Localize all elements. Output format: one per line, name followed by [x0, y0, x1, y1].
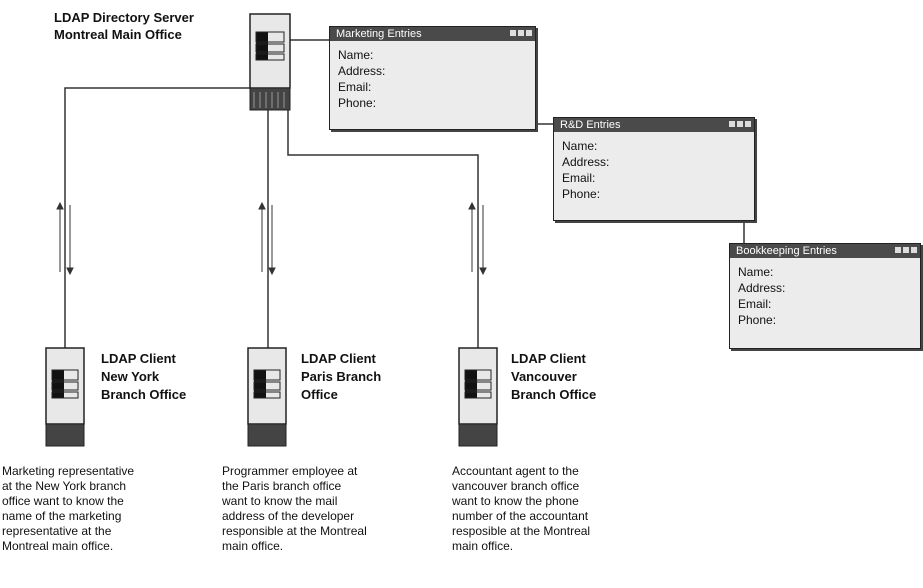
client-tower-icon-vancouver — [458, 347, 498, 447]
client-label-line: Paris Branch — [301, 369, 382, 384]
description-line: Programmer employee at — [222, 464, 358, 478]
window-title: Marketing Entries — [336, 28, 422, 40]
description-line: representative at the — [2, 524, 112, 538]
window-title: Bookkeeping Entries — [736, 245, 837, 257]
minimize-icon[interactable] — [510, 30, 516, 36]
field-phone: Phone: — [562, 187, 601, 201]
minimize-icon[interactable] — [729, 121, 735, 127]
description-line: name of the marketing — [2, 509, 122, 523]
description-line: at the New York branch — [2, 479, 127, 493]
description-line: number of the accountant — [452, 509, 589, 523]
bookkeeping-entries-window: Bookkeeping Entries Name: Address: Email… — [729, 243, 921, 349]
field-email: Email: — [338, 80, 372, 94]
description-line: Montreal main office. — [2, 539, 114, 553]
transfer-arrow-newyork — [56, 201, 74, 276]
description-line: Accountant agent to the — [452, 464, 579, 478]
client-label-line: Branch Office — [511, 387, 597, 402]
description-line: office want to know the — [2, 494, 124, 508]
connector-server-vancouver — [287, 110, 479, 348]
field-name: Name: — [562, 139, 598, 153]
field-phone: Phone: — [338, 96, 377, 110]
field-name: Name: — [738, 265, 774, 279]
client-label-paris: LDAP Client Paris Branch Office — [301, 350, 431, 404]
close-icon[interactable] — [911, 247, 917, 253]
field-email: Email: — [738, 297, 772, 311]
client-label-line: New York — [101, 369, 160, 384]
client-label-line: Branch Office — [101, 387, 187, 402]
window-controls — [510, 30, 532, 36]
description-line: Marketing representative — [2, 464, 135, 478]
window-controls — [729, 121, 751, 127]
minimize-icon[interactable] — [895, 247, 901, 253]
connection-lines — [64, 39, 745, 348]
client-label-line: LDAP Client — [511, 351, 586, 366]
close-icon[interactable] — [745, 121, 751, 127]
maximize-icon[interactable] — [737, 121, 743, 127]
client-tower-icon-paris — [247, 347, 287, 447]
window-controls — [895, 247, 917, 253]
description-line: vancouver branch office — [452, 479, 580, 493]
rnd-entries-window: R&D Entries Name: Address: Email: Phone: — [553, 117, 755, 221]
window-body: Name: Address: Email: Phone: — [330, 41, 535, 111]
window-body: Name: Address: Email: Phone: — [730, 258, 920, 328]
description-line: responsible at the Montreal — [222, 524, 367, 538]
server-tower-icon — [249, 13, 291, 111]
field-phone: Phone: — [738, 313, 777, 327]
description-line: resposible at the Montreal — [452, 524, 591, 538]
window-title: R&D Entries — [560, 119, 621, 131]
field-address: Address: — [338, 64, 386, 78]
window-titlebar: R&D Entries — [554, 118, 754, 132]
description-line: the Paris branch office — [222, 479, 342, 493]
description-line: want to know the phone — [452, 494, 579, 508]
window-body: Name: Address: Email: Phone: — [554, 132, 754, 202]
field-email: Email: — [562, 171, 596, 185]
description-line: want to know the mail — [222, 494, 338, 508]
client-description-vancouver: Accountant agent to the vancouver branch… — [452, 464, 682, 554]
client-description-newyork: Marketing representative at the New York… — [2, 464, 232, 554]
client-label-line: Office — [301, 387, 338, 402]
connector-server-newyork — [64, 87, 250, 348]
field-address: Address: — [562, 155, 610, 169]
client-description-paris: Programmer employee at the Paris branch … — [222, 464, 452, 554]
client-label-line: LDAP Client — [301, 351, 376, 366]
transfer-arrows — [56, 201, 487, 276]
description-line: main office. — [222, 539, 284, 553]
transfer-arrow-vancouver — [468, 201, 487, 276]
server-title-line1: LDAP Directory Server — [54, 10, 194, 25]
maximize-icon[interactable] — [518, 30, 524, 36]
transfer-arrow-paris — [258, 201, 276, 276]
description-line: main office. — [452, 539, 514, 553]
maximize-icon[interactable] — [903, 247, 909, 253]
client-label-newyork: LDAP Client New York Branch Office — [101, 350, 231, 404]
client-label-line: Vancouver — [511, 369, 577, 384]
description-line: address of the developer — [222, 509, 355, 523]
client-label-line: LDAP Client — [101, 351, 176, 366]
marketing-entries-window: Marketing Entries Name: Address: Email: … — [329, 26, 536, 130]
field-name: Name: — [338, 48, 374, 62]
server-label: LDAP Directory Server Montreal Main Offi… — [54, 9, 194, 43]
field-address: Address: — [738, 281, 786, 295]
client-label-vancouver: LDAP Client Vancouver Branch Office — [511, 350, 641, 404]
window-titlebar: Bookkeeping Entries — [730, 244, 920, 258]
server-title-line2: Montreal Main Office — [54, 27, 182, 42]
window-titlebar: Marketing Entries — [330, 27, 535, 41]
close-icon[interactable] — [526, 30, 532, 36]
client-tower-icon-newyork — [45, 347, 85, 447]
